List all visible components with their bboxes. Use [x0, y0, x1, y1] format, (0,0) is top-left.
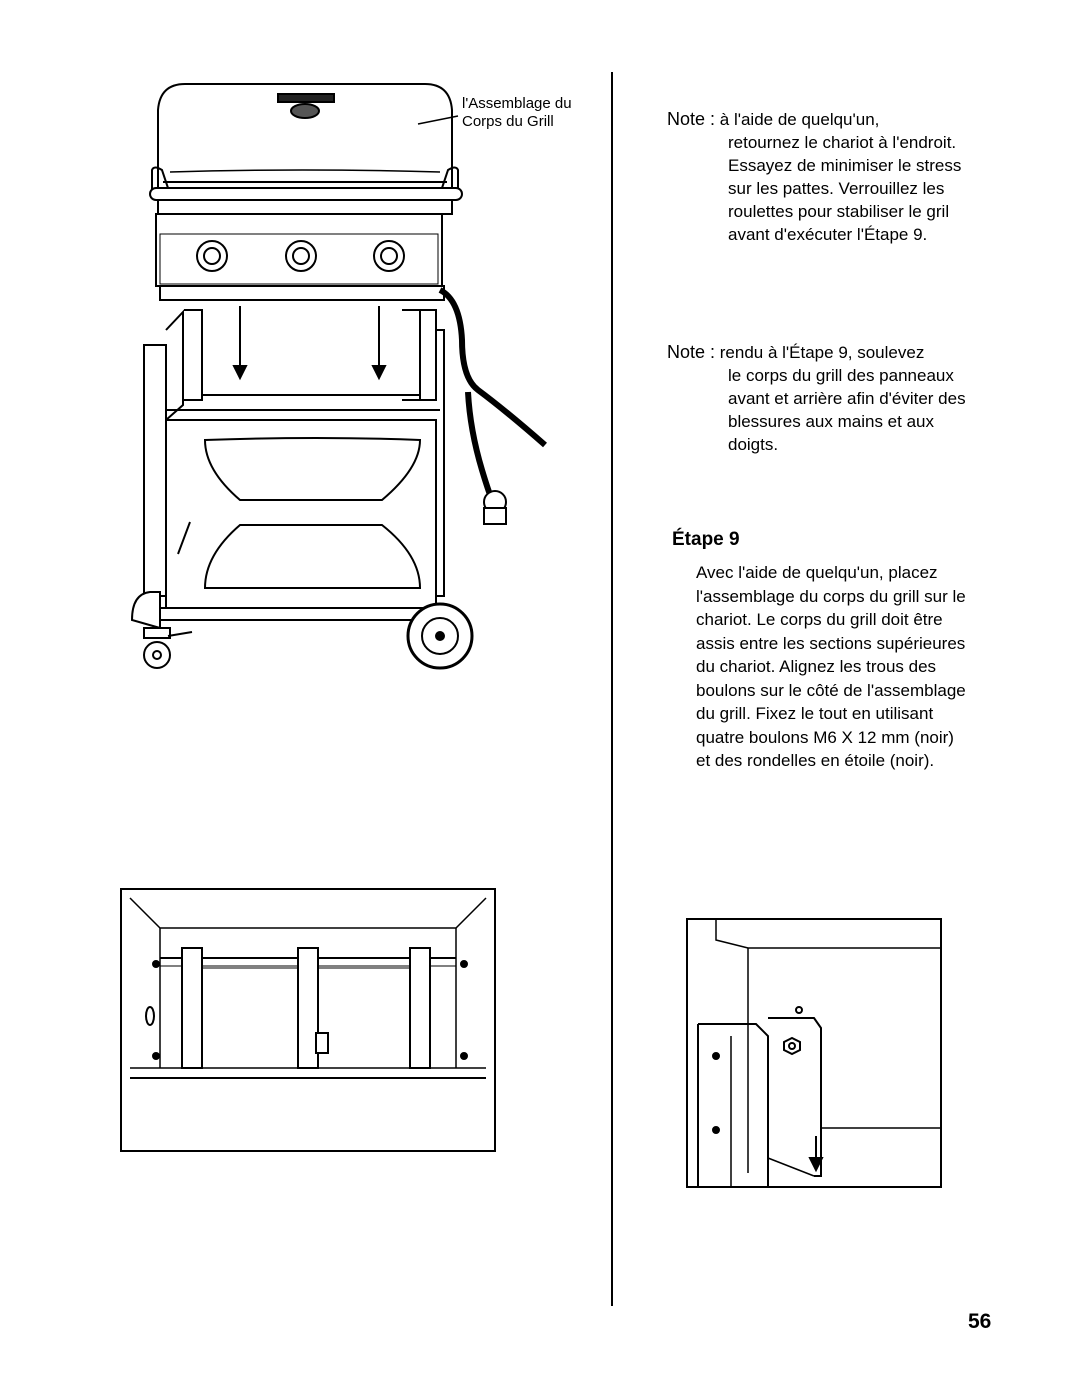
- grill-cart-illustration: [130, 83, 547, 670]
- bolt-attachment-detail: [686, 918, 942, 1188]
- grill-underside-detail: [120, 888, 496, 1152]
- note-1-label: Note :: [667, 109, 716, 129]
- note-2-label: Note :: [667, 342, 716, 362]
- note-2-text: le corps du grill des panneaux avant et …: [728, 366, 966, 454]
- grill-body-callout: l'Assemblage du Corps du Grill: [462, 95, 572, 131]
- note-block-1: Note : à l'aide de quelqu'un, retournez …: [667, 108, 968, 246]
- page-number: 56: [968, 1310, 992, 1333]
- step-body: Avec l'aide de quelqu'un, placez l'assem…: [696, 563, 966, 770]
- column-divider: [611, 72, 613, 1306]
- callout-line-2: Corps du Grill: [462, 113, 554, 130]
- note-1-first-line: à l'aide de quelqu'un,: [719, 110, 880, 129]
- callout-line-1: l'Assemblage du: [462, 95, 572, 112]
- step-title: Étape 9: [672, 529, 740, 550]
- note-block-2: Note : rendu à l'Étape 9, soulevez le co…: [667, 341, 968, 456]
- note-2-first-line: rendu à l'Étape 9, soulevez: [719, 343, 925, 362]
- note-1-text: retournez le chariot à l'endroit. Essaye…: [728, 133, 962, 244]
